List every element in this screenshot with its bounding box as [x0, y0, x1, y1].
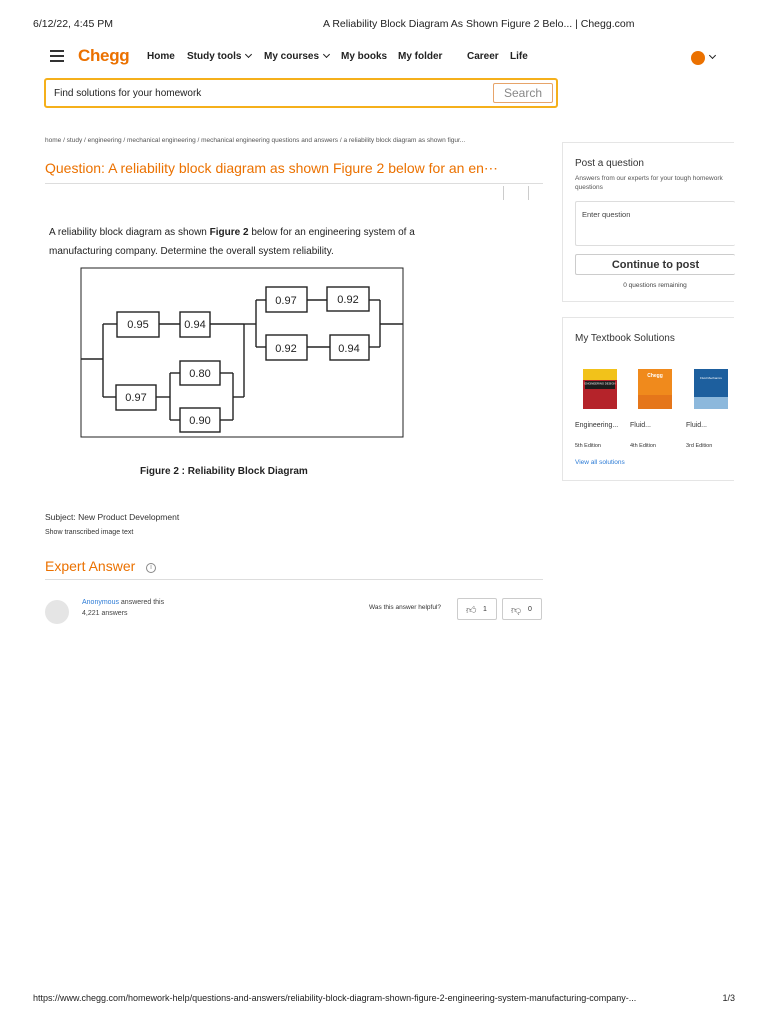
answered-suffix: answered this — [119, 599, 164, 606]
answerer-name-link[interactable]: Anonymous — [82, 599, 119, 606]
nav-study-tools-label: Study tools — [187, 51, 241, 62]
divider — [45, 579, 543, 580]
nav-my-books[interactable]: My books — [341, 51, 387, 62]
post-question-card: Post a question Answers from our experts… — [562, 142, 734, 302]
nav-home[interactable]: Home — [147, 51, 175, 62]
chevron-down-icon[interactable] — [709, 52, 716, 59]
question-text-bold: Figure 2 — [210, 227, 249, 238]
breadcrumb[interactable]: home / study / engineering / mechanical … — [45, 137, 550, 144]
divider — [528, 186, 529, 200]
textbook-solutions-title: My Textbook Solutions — [575, 333, 675, 344]
chegg-logo[interactable]: Chegg — [78, 46, 129, 66]
view-all-solutions-link[interactable]: View all solutions — [575, 459, 625, 466]
search-button[interactable]: Search — [493, 83, 553, 103]
downvote-count: 0 — [528, 606, 532, 613]
homework-search: Find solutions for your homework Search — [44, 78, 558, 108]
print-header: 6/12/22, 4:45 PM A Reliability Block Dia… — [33, 18, 735, 32]
questions-remaining: 0 questions remaining — [575, 282, 735, 289]
thumbs-up-button[interactable]: 👍︎ 1 — [457, 598, 497, 620]
nav-my-courses-label: My courses — [264, 51, 319, 62]
question-title-text: A reliability block diagram as shown Fig… — [108, 160, 498, 176]
question-input[interactable]: Enter question — [575, 201, 735, 246]
continue-to-post-button[interactable]: Continue to post — [575, 254, 735, 275]
nav-my-courses[interactable]: My courses — [264, 51, 329, 62]
info-icon[interactable]: i — [146, 563, 156, 573]
question-input-placeholder: Enter question — [582, 210, 630, 219]
answerer-avatar — [45, 600, 69, 624]
book-edition-3: 3rd Edition — [686, 443, 712, 449]
print-datetime: 6/12/22, 4:45 PM — [33, 18, 113, 30]
block-a-label: 0.95 — [127, 319, 148, 331]
question-subject: Subject: New Product Development — [45, 512, 179, 522]
block-g-label: 0.92 — [337, 294, 358, 306]
thumbs-up-icon: 👍︎ — [466, 604, 476, 616]
book-cover-1[interactable]: ENGINEERING DESIGN — [583, 369, 617, 409]
book-edition-2: 4th Edition — [630, 443, 656, 449]
block-b-label: 0.94 — [184, 319, 205, 331]
textbook-solutions-card: My Textbook Solutions ENGINEERING DESIGN… — [562, 317, 734, 481]
reliability-block-diagram: 0.95 0.94 0.97 0.80 0.90 0.97 0.92 0.92 … — [80, 267, 404, 438]
book-title-2[interactable]: Fluid... — [630, 422, 651, 429]
question-text: A reliability block diagram as shown Fig… — [49, 223, 469, 261]
book-title-3[interactable]: Fluid... — [686, 422, 707, 429]
question-label: Question: — [45, 160, 105, 176]
nav-study-tools[interactable]: Study tools — [187, 51, 251, 62]
search-input[interactable]: Find solutions for your homework — [54, 88, 201, 99]
book-cover-3[interactable]: Fluid Mechanics — [694, 369, 728, 409]
show-transcribed-link[interactable]: Show transcribed image text — [45, 529, 133, 536]
hamburger-menu-icon[interactable] — [50, 50, 64, 62]
divider — [45, 183, 543, 184]
figure-caption: Figure 2 : Reliability Block Diagram — [140, 466, 308, 477]
book-cover-3-label: Fluid Mechanics — [700, 376, 722, 380]
book-cover-2-label: Chegg — [647, 373, 663, 379]
nav-my-folder[interactable]: My folder — [398, 51, 442, 62]
thumbs-down-icon: 👎︎ — [511, 604, 521, 616]
upvote-count: 1 — [483, 606, 487, 613]
nav-career[interactable]: Career — [467, 51, 499, 62]
block-c-label: 0.97 — [125, 392, 146, 404]
post-question-subtitle: Answers from our experts for your tough … — [575, 174, 725, 192]
block-i-label: 0.94 — [338, 343, 359, 355]
chevron-down-icon — [323, 51, 330, 58]
block-e-label: 0.90 — [189, 415, 210, 427]
user-avatar[interactable] — [691, 51, 705, 65]
expert-answer-heading: Expert Answer — [45, 558, 135, 574]
answerer-line: Anonymous answered this — [82, 599, 164, 606]
helpful-prompt: Was this answer helpful? — [369, 604, 441, 611]
divider — [503, 186, 504, 200]
block-h-label: 0.92 — [275, 343, 296, 355]
print-page-title: A Reliability Block Diagram As Shown Fig… — [323, 18, 634, 30]
print-page-number: 1/3 — [722, 993, 735, 1003]
post-question-title: Post a question — [575, 158, 644, 169]
book-cover-2[interactable]: Chegg — [638, 369, 672, 409]
block-f-label: 0.97 — [275, 295, 296, 307]
nav-life[interactable]: Life — [510, 51, 528, 62]
top-nav: Chegg Home Study tools My courses My boo… — [45, 46, 735, 72]
question-title: Question: A reliability block diagram as… — [45, 160, 543, 177]
question-text-part1: A reliability block diagram as shown — [49, 227, 210, 238]
chevron-down-icon — [245, 51, 252, 58]
thumbs-down-button[interactable]: 👎︎ 0 — [502, 598, 542, 620]
answer-count: 4,221 answers — [82, 610, 128, 617]
block-d-label: 0.80 — [189, 368, 210, 380]
book-title-1[interactable]: Engineering... — [575, 422, 618, 429]
book-edition-1: 5th Edition — [575, 443, 601, 449]
print-url: https://www.chegg.com/homework-help/ques… — [33, 993, 713, 1003]
book-cover-1-label: ENGINEERING DESIGN — [584, 382, 615, 386]
